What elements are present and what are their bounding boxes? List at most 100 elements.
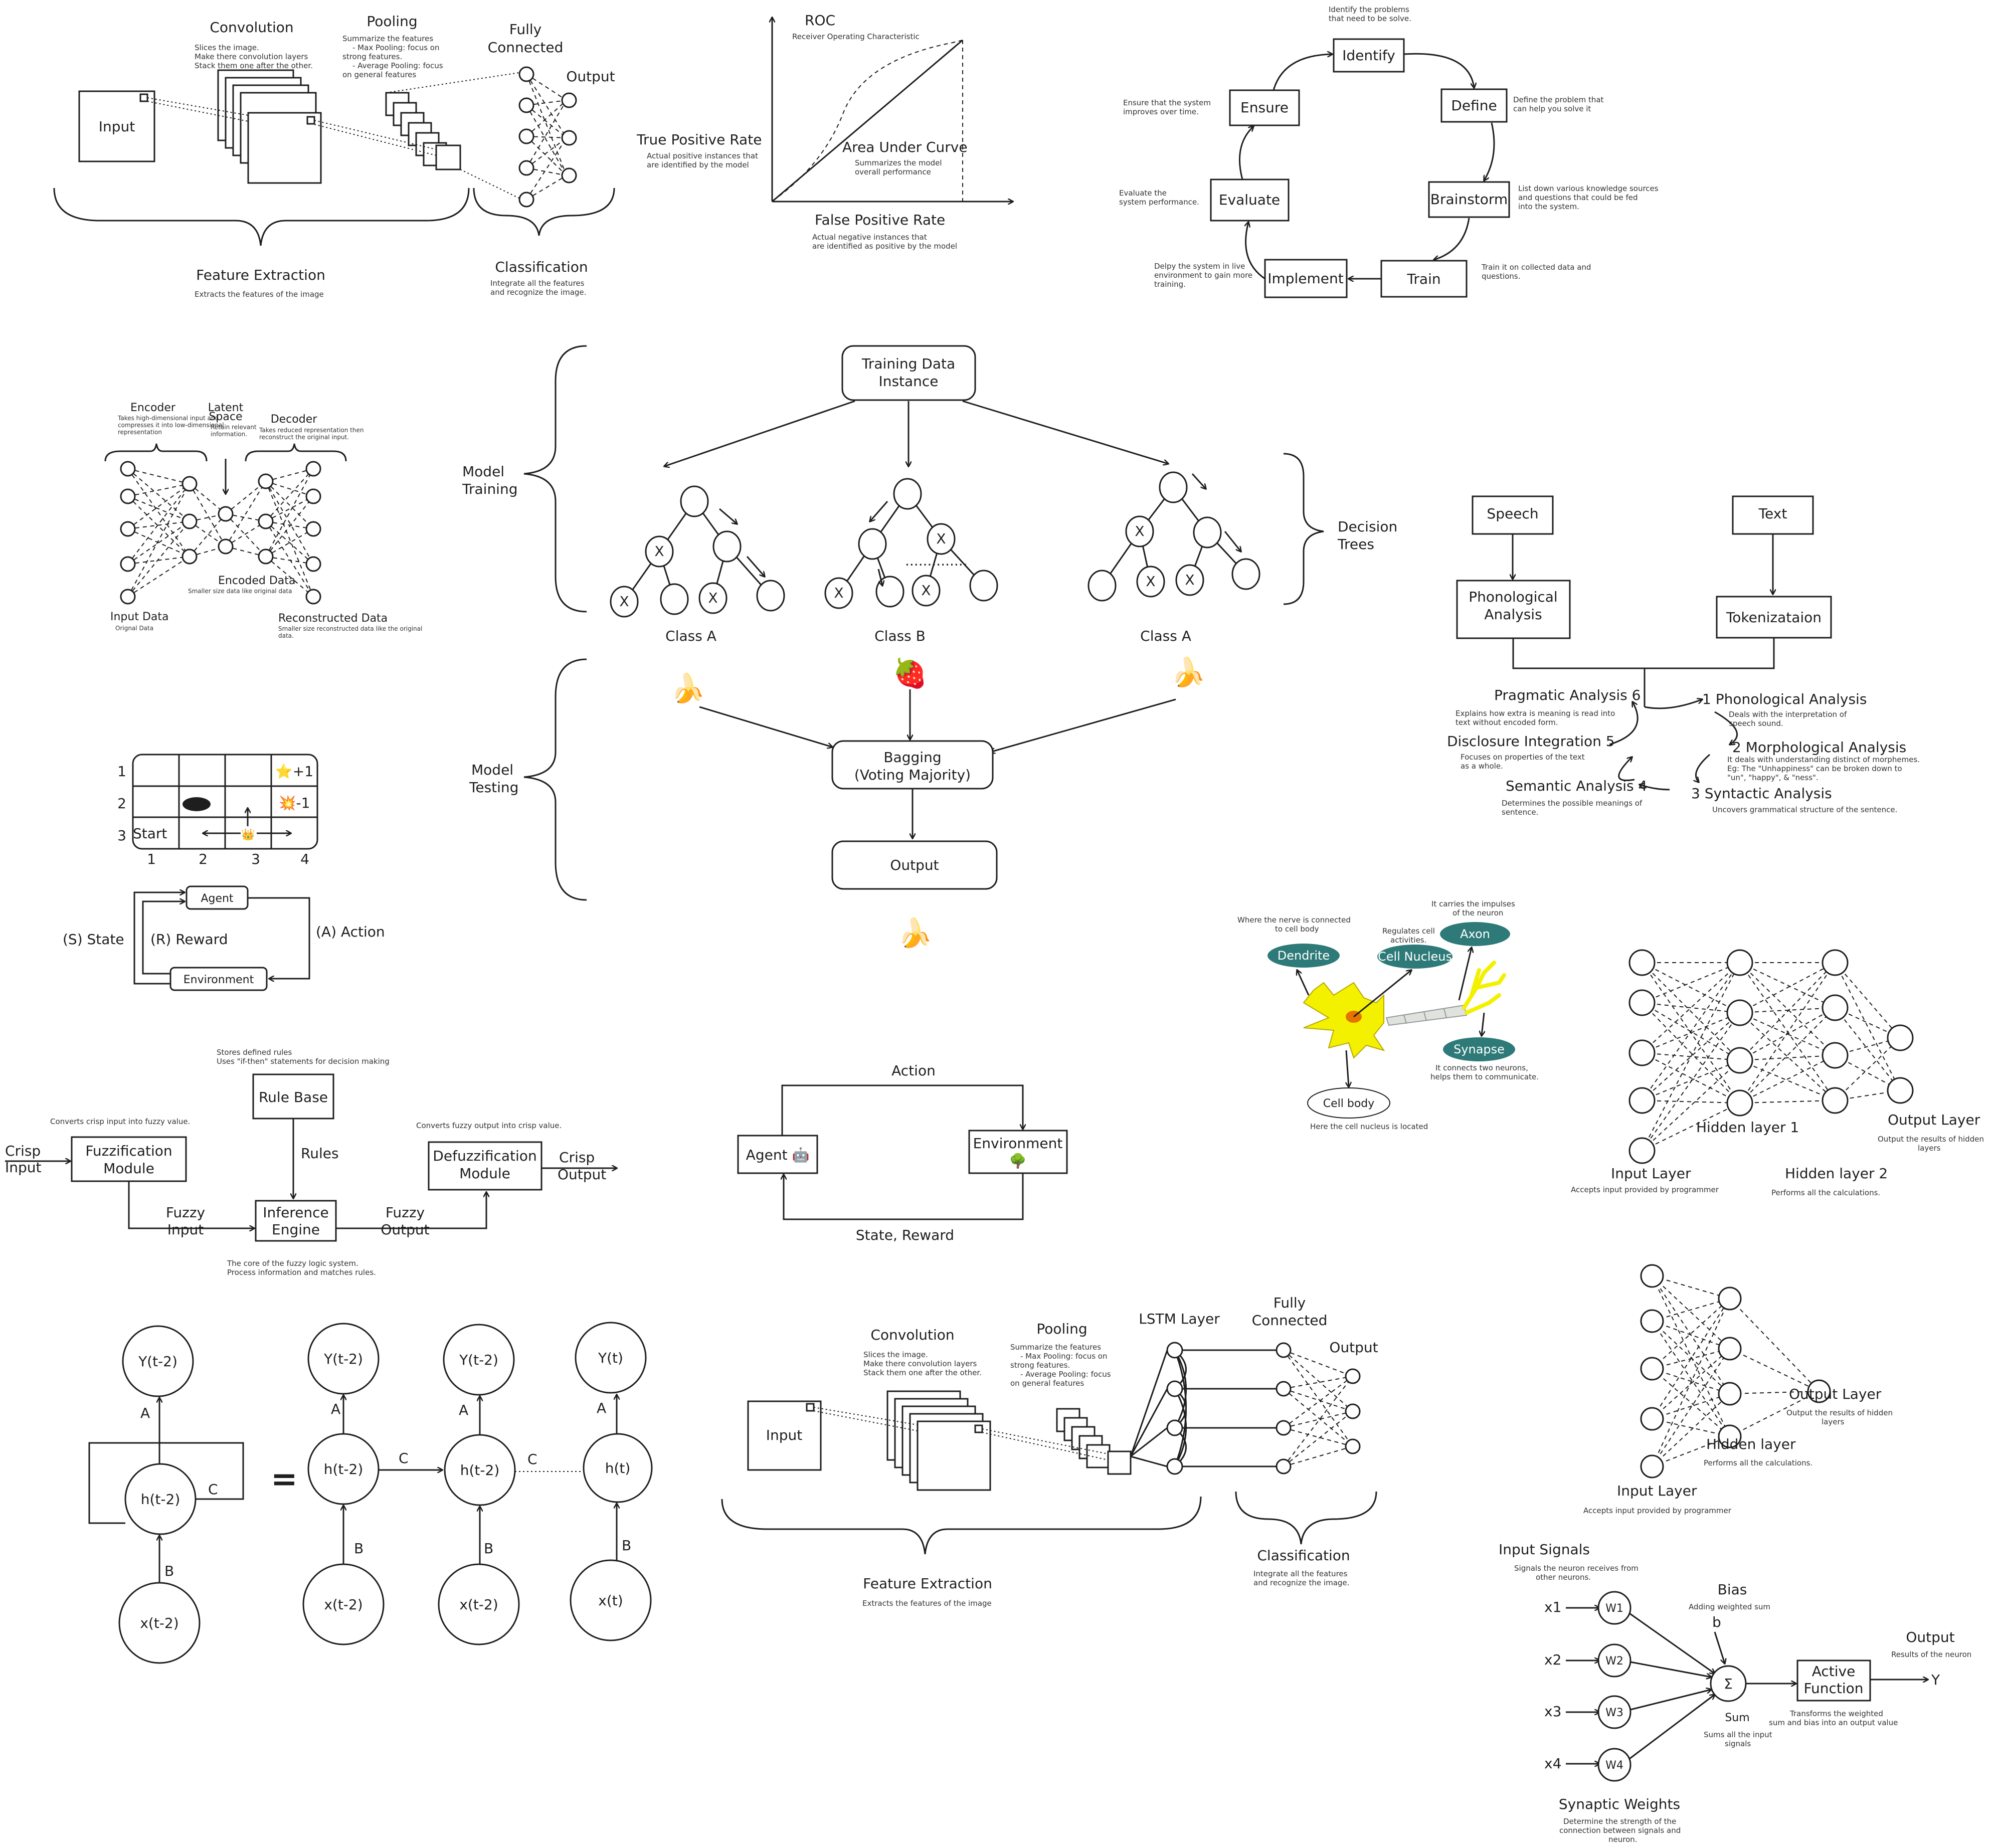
neuron-node: [218, 538, 234, 555]
tree-node: [1193, 516, 1222, 548]
active-function-box: [1796, 1659, 1871, 1702]
connection-line: [189, 483, 226, 514]
sum-desc-1: Sums all the input: [1704, 1730, 1772, 1739]
ensure-label: Ensure: [1240, 99, 1289, 116]
connection-line: [265, 481, 314, 565]
identify-box: [1333, 38, 1405, 73]
tree-node-mark: X: [619, 593, 629, 610]
rnn-loop: [88, 1442, 244, 1524]
decoder-desc-1: Takes reduced representation then: [259, 427, 364, 434]
encoder-desc-2: compresses it into low-dimensional: [118, 422, 224, 429]
text-label: Text: [1758, 505, 1787, 522]
dnn-hidden2-label: Hidden layer 2: [1785, 1165, 1888, 1182]
connection-line: [1729, 1391, 1820, 1437]
tpr-label: True Positive Rate: [636, 131, 762, 148]
tree-node-mark: X: [708, 590, 717, 606]
nlp-step1-desc-1: Deals with the interpretation of: [1729, 710, 1847, 719]
connection-line: [127, 468, 190, 484]
dnn-labels: Hidden layer 1 Hidden layer 2 Performs a…: [1571, 1112, 1984, 1197]
x2-label: x2: [1544, 1651, 1561, 1668]
tree-node: [680, 485, 709, 517]
neuron-node: [1276, 1342, 1292, 1358]
cnn2-conv-desc-2: Make there convolution layers: [863, 1359, 977, 1368]
autoencoder-diagram: [120, 461, 321, 605]
tree-node-mark: X: [1146, 573, 1155, 590]
perceptron: Input Signals Signals the neuron receive…: [1499, 1541, 1971, 1844]
rl-action-label: Action: [891, 1062, 936, 1079]
convolution-label: Convolution: [210, 19, 293, 36]
connected-label: Connected: [488, 39, 564, 56]
latent-label: Latent: [208, 402, 244, 414]
tree-node: [858, 528, 887, 560]
x4-label: x4: [1544, 1755, 1561, 1772]
connection-line: [127, 468, 190, 557]
connection-line: [1835, 962, 1901, 1091]
neuron-node: [1628, 1137, 1656, 1164]
identify-desc-1: Identify the problems: [1329, 5, 1409, 14]
tree-node: [824, 577, 853, 609]
neuron-node: [120, 488, 136, 504]
lstm-network: [1130, 1342, 1361, 1475]
fully-label: Fully: [509, 21, 541, 38]
connection-line: [265, 496, 314, 557]
feature-extraction-brace: [53, 188, 470, 246]
nlp-step6: Pragmatic Analysis 6: [1494, 687, 1641, 703]
train-desc-2: questions.: [1482, 272, 1520, 281]
tokenization-label: Tokenizataion: [1726, 609, 1822, 626]
decision-trees-2: Trees: [1337, 536, 1374, 552]
input-data-label: Input Data: [110, 611, 169, 623]
cnn2-pool-desc-3: strong features.: [1010, 1361, 1070, 1370]
lstm-node: [1166, 1458, 1183, 1475]
nlp-step5-desc-1: Focuses on properties of the text: [1461, 753, 1585, 762]
trees-brace: [1283, 453, 1324, 605]
connection-line: [1739, 1100, 1836, 1103]
synapse-desc-2: helps them to communicate.: [1430, 1072, 1539, 1081]
ann-output-desc-2: layers: [1822, 1417, 1845, 1426]
connection-line: [1283, 1411, 1353, 1467]
nlp-step4-desc-2: sentence.: [1502, 808, 1538, 817]
connection-line: [1642, 962, 1740, 1061]
connection-line: [1739, 1012, 1836, 1056]
nlp-step6-desc-2: text without encoded form.: [1456, 718, 1558, 727]
connection-line: [1283, 1388, 1353, 1447]
training-instance-2: Instance: [878, 373, 938, 390]
tree-path-arrow: [1224, 531, 1241, 551]
testing-brace: [523, 658, 587, 901]
rnn-x2-label: x(t-2): [459, 1596, 498, 1613]
connection-line: [127, 483, 190, 497]
cell-body-shape: [1303, 982, 1385, 1059]
ann-output-label: Output Layer: [1789, 1386, 1882, 1402]
agent-label: Agent: [201, 892, 233, 905]
connection-line: [265, 481, 314, 597]
connection-line: [1652, 1418, 1730, 1437]
pooling-desc-1: Summarize the features: [342, 34, 433, 43]
tree-node-mark: X: [654, 543, 664, 560]
connection-line: [1642, 1002, 1740, 1013]
neuron-node: [120, 461, 136, 477]
training-instance-box: [841, 345, 976, 401]
neuron-node: [1628, 989, 1656, 1016]
neuron-node: [258, 513, 274, 529]
col-label-3: 3: [251, 851, 260, 867]
cnn2-conv-stack: [886, 1390, 991, 1491]
rl-loop: Action Agent 🤖 Environment 🌳 State, Rewa…: [737, 1062, 1068, 1243]
agent-crown-icon: 👑: [241, 828, 255, 841]
tree-node: [610, 586, 639, 618]
input-data-desc: Orignal Data: [115, 625, 153, 632]
classification-desc-1: Integrate all the features: [490, 279, 585, 288]
neuron-node: [1640, 1407, 1664, 1431]
rnn-b-fold: B: [164, 1563, 174, 1579]
rl-environment-label: Environment: [973, 1135, 1063, 1152]
implement-desc-3: training.: [1154, 280, 1186, 289]
neuron-node: [1718, 1337, 1742, 1361]
decoder-label: Decoder: [271, 413, 318, 426]
bagging-label-1: Bagging: [883, 749, 941, 766]
neuron-node: [305, 488, 321, 504]
row-label-1: 1: [117, 763, 126, 780]
neuron-node: [120, 589, 136, 605]
pooling-desc-5: on general features: [342, 70, 416, 79]
tree-path-arrow: [1191, 473, 1206, 489]
crisp-output-1: Crisp: [559, 1149, 595, 1166]
neuron-node: [182, 548, 198, 565]
model-testing-1: Model: [471, 762, 513, 778]
